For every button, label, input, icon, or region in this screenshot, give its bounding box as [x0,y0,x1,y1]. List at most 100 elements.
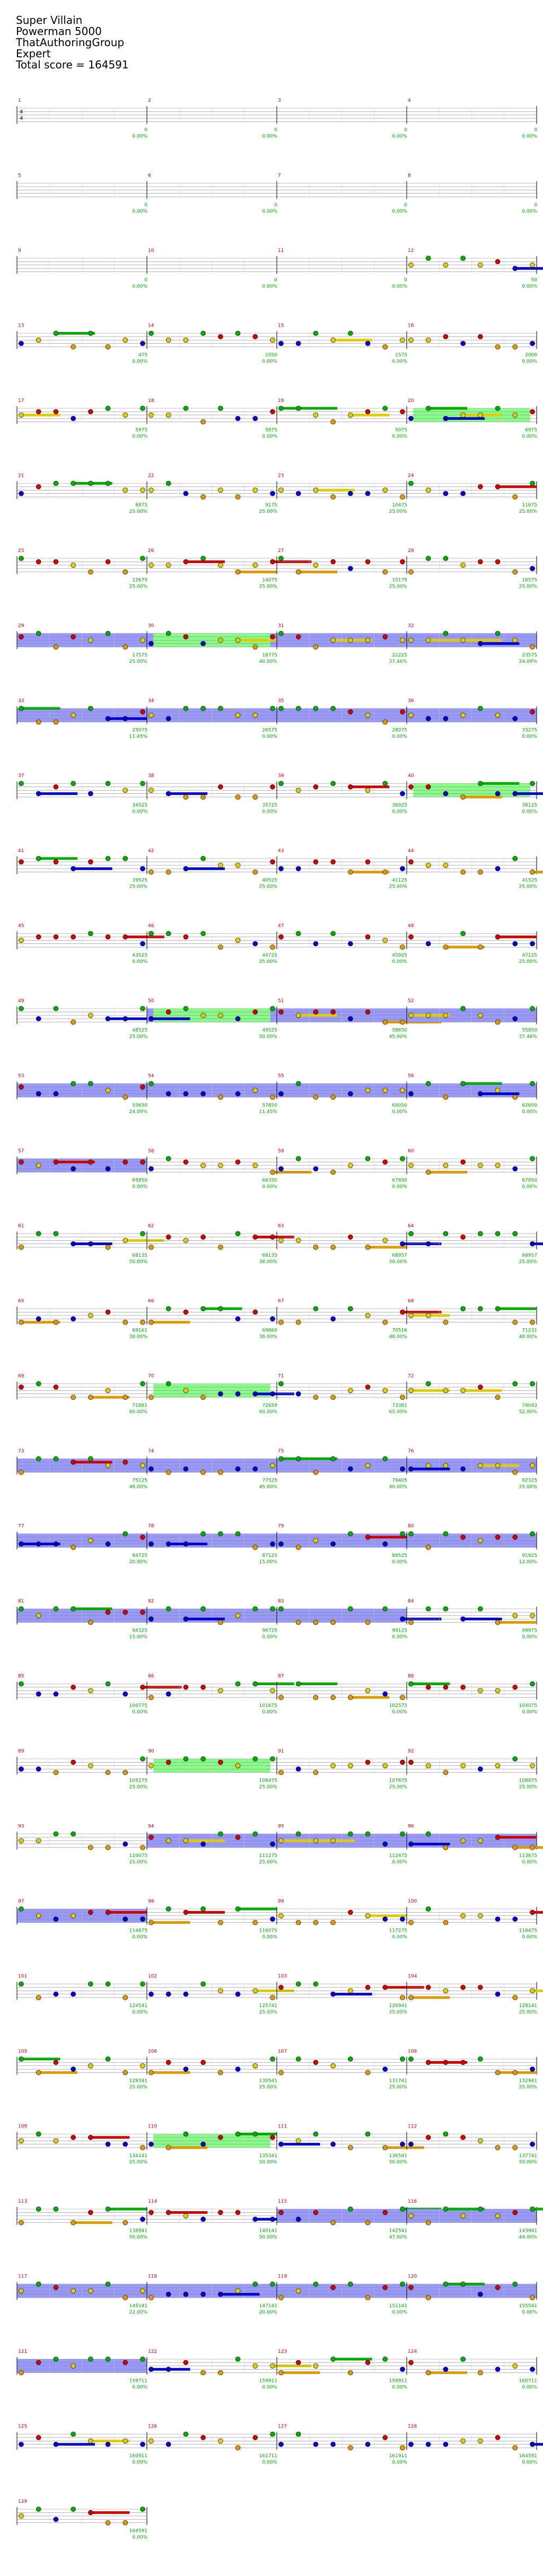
note-gem [443,944,449,950]
note-gem [218,1920,223,1925]
sustain-bar [281,2371,320,2375]
note-gem [218,637,223,643]
sustain-bar [21,414,60,417]
measure-percent: 48.00% [389,1335,408,1340]
measure-number: 111 [278,2124,287,2130]
note-gem [19,1906,24,1912]
note-gem [330,859,336,865]
measure-score: 143941 [519,2229,537,2234]
measure-percent: 25.00% [389,584,408,590]
note-gem [330,559,336,565]
measure-number: 27 [278,548,284,554]
note-gem [443,1606,449,1611]
note-gem [408,480,414,486]
measure-score: 6975 [525,428,537,433]
note-gem [148,787,154,793]
note-gem [183,2291,189,2297]
note-gem [478,559,483,565]
note-gem [512,344,518,349]
note-gem [270,1006,275,1011]
sustain-bar [73,2221,112,2224]
note-gem [88,2135,93,2140]
note-gem [295,706,301,711]
note-gem [512,2363,518,2369]
measure-number: 88 [408,1674,414,1679]
measure-number: 122 [148,2349,157,2354]
note-gem [382,2435,388,2440]
measure-percent: 0.00% [522,134,537,139]
measure-score: 62650 [522,1103,537,1108]
note-gem [400,1616,405,1622]
measure-score: 161911 [389,2454,407,2459]
measure-score: 8875 [135,503,147,508]
note-gem [348,1606,353,1611]
note-gem [330,1316,336,1321]
note-gem [382,1456,388,1461]
note-gem [495,2145,501,2150]
note-gem [36,1316,41,1321]
note-gem [495,1688,501,1694]
sustain-bar [428,1171,468,1174]
note-gem [71,2431,76,2437]
sustain-bar [90,1396,130,1399]
measure-score: 161711 [259,2454,277,2459]
measure-number: 38 [148,774,154,779]
note-gem [19,556,24,561]
note-gem [400,1241,405,1247]
note-gem [330,1991,336,1997]
note-gem [218,487,223,493]
note-gem [382,869,388,875]
note-gem [252,713,258,718]
measure-percent: 0.00% [392,434,407,440]
note-gem [88,2063,93,2069]
note-gem [252,1831,258,1837]
note-gem [218,1688,223,1694]
note-gem [530,1681,535,1687]
note-gem [53,859,59,865]
note-gem [218,1094,223,1100]
measure-number: 64 [408,1224,414,1229]
note-gem [278,2141,284,2147]
measure-number: 104 [408,1974,417,1979]
note-gem [88,706,93,711]
note-gem [140,2145,145,2150]
measure-number: 63 [278,1224,284,1229]
measure-number: 70 [148,1374,154,1379]
note-gem [443,1685,449,1690]
measure-score: 117275 [389,1929,407,1934]
measure-percent: 20.00% [259,2310,278,2315]
note-gem [36,630,41,636]
sustain-bar [333,1993,372,1996]
note-gem [165,480,171,486]
note-gem [330,2356,336,2362]
sustain-bar [515,792,543,795]
measure-percent: 0.00% [132,284,147,290]
note-gem [235,1835,241,1840]
note-gem [252,1606,258,1611]
measure-percent: 0.00% [132,1185,147,1190]
note-gem [382,1985,388,1990]
note-gem [218,863,223,868]
note-gem [19,859,24,865]
measure-number: 118 [148,2274,157,2280]
measure-percent: 25.00% [519,584,538,590]
note-gem [382,1319,388,1325]
note-gem [365,1913,371,1918]
measure-percent: 0.00% [522,1635,537,1640]
sustain-bar [255,1989,294,1992]
measure-percent: 47.00% [389,2235,408,2240]
note-gem [148,1695,154,1700]
note-gem [478,2438,483,2444]
note-gem [460,713,466,718]
note-gem [512,716,518,721]
note-gem [183,1309,189,1315]
note-gem [105,1388,111,1394]
measure-score: 130541 [259,2079,277,2084]
note-gem [53,2517,59,2522]
sustain-bar [281,2143,320,2146]
note-gem [270,490,275,496]
measure-percent: 25.00% [259,584,278,590]
note-gem [148,1016,154,1021]
note-gem [365,787,371,793]
note-gem [295,1391,301,1397]
